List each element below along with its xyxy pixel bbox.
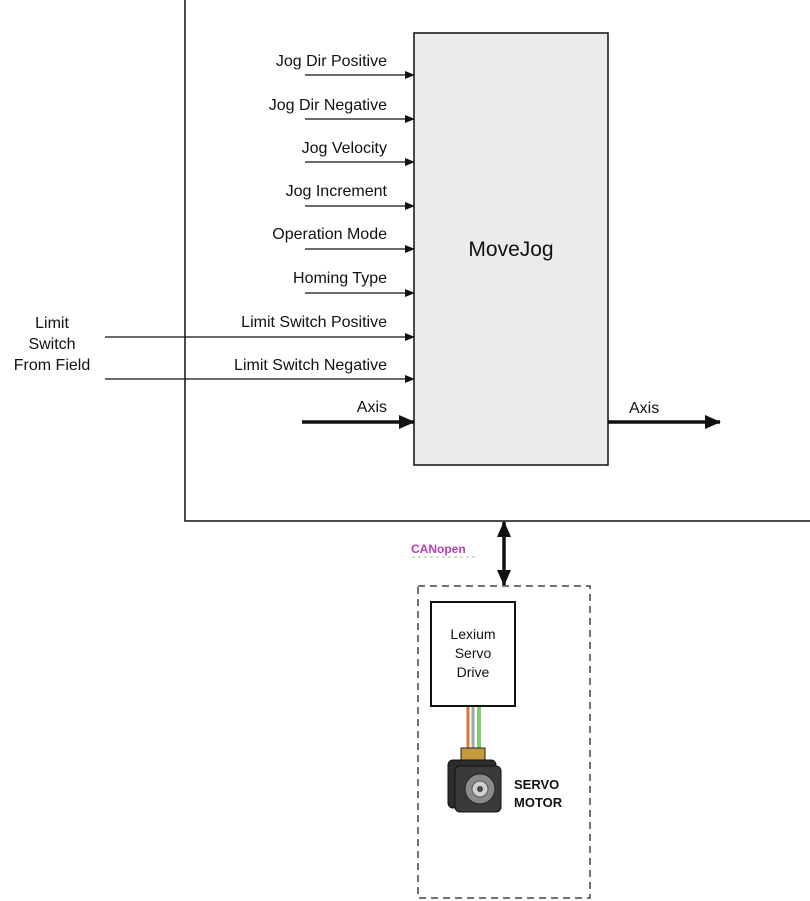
input-label: Limit Switch Negative xyxy=(234,357,387,374)
input-label: Jog Increment xyxy=(286,183,388,200)
axis-out-label: Axis xyxy=(629,400,659,417)
axis-in-label: Axis xyxy=(357,399,387,416)
motor-label-line: MOTOR xyxy=(514,795,563,810)
motor-cables xyxy=(468,707,479,752)
field-label-line: From Field xyxy=(14,357,90,374)
canopen-label: CANopen xyxy=(411,542,466,556)
motor-label-line: SERVO xyxy=(514,777,559,792)
canopen-logo: CANopen xyxy=(411,542,478,557)
block-title: MoveJog xyxy=(468,238,553,261)
drive-label-line: Servo xyxy=(455,645,492,661)
input-label: Operation Mode xyxy=(272,226,387,243)
input-label: Limit Switch Positive xyxy=(241,314,387,331)
block-inputs: Jog Dir Positive Jog Dir Negative Jog Ve… xyxy=(105,53,414,379)
field-label-line: Limit xyxy=(35,315,69,332)
field-label: Limit Switch From Field xyxy=(14,315,90,374)
servo-motor-icon xyxy=(448,748,501,812)
input-label: Jog Dir Positive xyxy=(276,53,387,70)
drive-label-line: Drive xyxy=(457,664,490,680)
input-label: Jog Velocity xyxy=(302,140,387,157)
input-label: Homing Type xyxy=(293,270,387,287)
input-label: Jog Dir Negative xyxy=(269,97,387,114)
drive-label-line: Lexium xyxy=(450,626,495,642)
field-label-line: Switch xyxy=(28,336,75,353)
